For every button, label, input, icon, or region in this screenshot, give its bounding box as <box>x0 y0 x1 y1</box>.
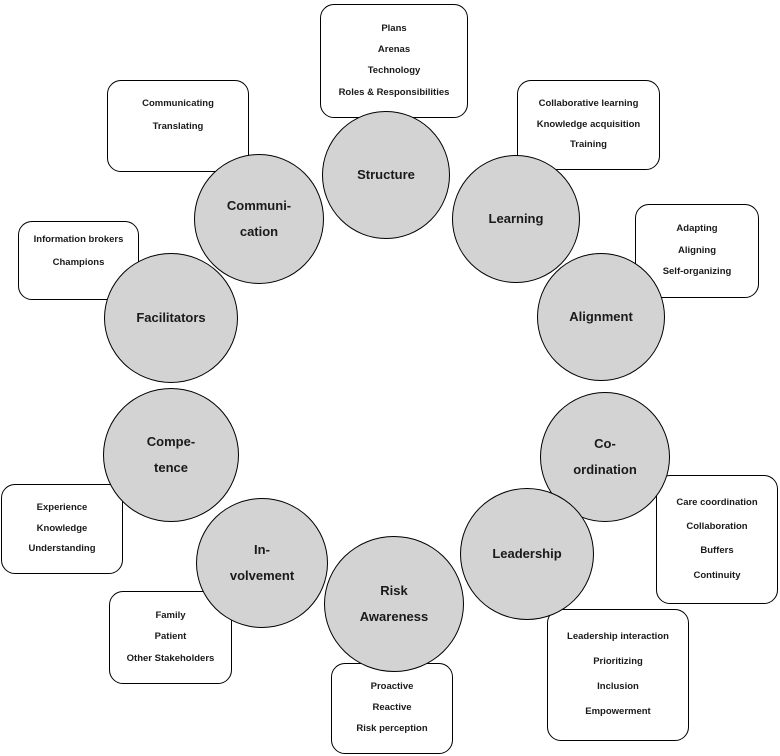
coordination-item: Continuity <box>693 569 741 581</box>
learning-label: Learning <box>488 211 544 226</box>
alignment-circle: Alignment <box>537 253 665 381</box>
competence-item: Experience <box>36 502 88 514</box>
involvement-circle: In- volvement <box>196 498 328 628</box>
leadership-circle: Leadership <box>460 488 594 620</box>
leadership-items-box: Leadership interaction Prioritizing Incl… <box>547 609 689 741</box>
competence-items-box: Experience Knowledge Understanding <box>1 484 123 574</box>
structure-item: Arenas <box>377 44 411 56</box>
structure-label: Structure <box>357 167 415 182</box>
coordination-label: ordination <box>573 462 637 477</box>
leadership-label: Leadership <box>492 546 562 561</box>
involvement-items-box: Family Patient Other Stakeholders <box>109 591 232 684</box>
risk-awareness-circle: Risk Awareness <box>324 536 464 672</box>
communication-item: Communicating <box>142 98 214 109</box>
risk-awareness-label: Risk <box>380 583 408 598</box>
risk-awareness-item: Reactive <box>372 702 412 714</box>
facilitators-circle: Facilitators <box>104 253 238 383</box>
structure-items-box: Plans Arenas Technology Roles & Responsi… <box>320 4 468 118</box>
leadership-item: Leadership interaction <box>567 631 669 643</box>
alignment-item: Aligning <box>678 244 716 256</box>
alignment-item: Self-organizing <box>662 266 732 278</box>
coordination-item: Collaboration <box>686 521 748 533</box>
facilitators-item: Information brokers <box>33 234 124 245</box>
coordination-label: Co- <box>594 436 616 451</box>
risk-awareness-item: Proactive <box>370 681 414 693</box>
risk-awareness-item: Risk perception <box>356 723 428 735</box>
involvement-item: Family <box>155 609 186 621</box>
involvement-item: Patient <box>154 631 187 643</box>
leadership-item: Empowerment <box>585 706 651 718</box>
competence-circle: Compe- tence <box>103 388 239 522</box>
coordination-item: Buffers <box>700 545 734 557</box>
structure-circle: Structure <box>322 111 450 239</box>
learning-item: Training <box>570 139 607 151</box>
communication-items-box: Communicating Translating <box>107 80 249 172</box>
facilitators-item: Champions <box>52 257 105 269</box>
facilitators-label: Facilitators <box>136 310 206 325</box>
communication-label: Communi- <box>226 198 292 213</box>
structure-item: Plans <box>381 22 407 34</box>
coordination-items-box: Care coordination Collaboration Buffers … <box>656 475 778 604</box>
competence-item: Knowledge <box>36 522 88 534</box>
competence-item: Understanding <box>28 543 96 555</box>
learning-item: Collaborative learning <box>538 98 639 110</box>
involvement-label: In- <box>254 542 270 557</box>
learning-item: Knowledge acquisition <box>536 118 641 130</box>
alignment-items-box: Adapting Aligning Self-organizing <box>635 204 759 298</box>
learning-items-box: Collaborative learning Knowledge acquisi… <box>517 80 660 170</box>
competence-label: Compe- <box>146 434 196 449</box>
risk-awareness-label: Awareness <box>359 609 429 624</box>
leadership-item: Prioritizing <box>593 656 643 668</box>
alignment-item: Adapting <box>676 223 718 235</box>
involvement-label: volvement <box>229 568 295 583</box>
structure-item: Technology <box>367 65 421 77</box>
learning-circle: Learning <box>452 155 580 283</box>
communication-item: Translating <box>152 121 204 133</box>
alignment-label: Alignment <box>569 309 633 324</box>
leadership-item: Inclusion <box>597 681 639 693</box>
coordination-item: Care coordination <box>676 496 758 508</box>
communication-circle: Communi- cation <box>194 154 324 284</box>
competence-label: tence <box>154 460 188 475</box>
structure-item: Roles & Responsibilities <box>338 86 450 98</box>
communication-label: cation <box>239 224 279 239</box>
risk-awareness-items-box: Proactive Reactive Risk perception <box>331 663 453 754</box>
involvement-item: Other Stakeholders <box>126 652 215 664</box>
